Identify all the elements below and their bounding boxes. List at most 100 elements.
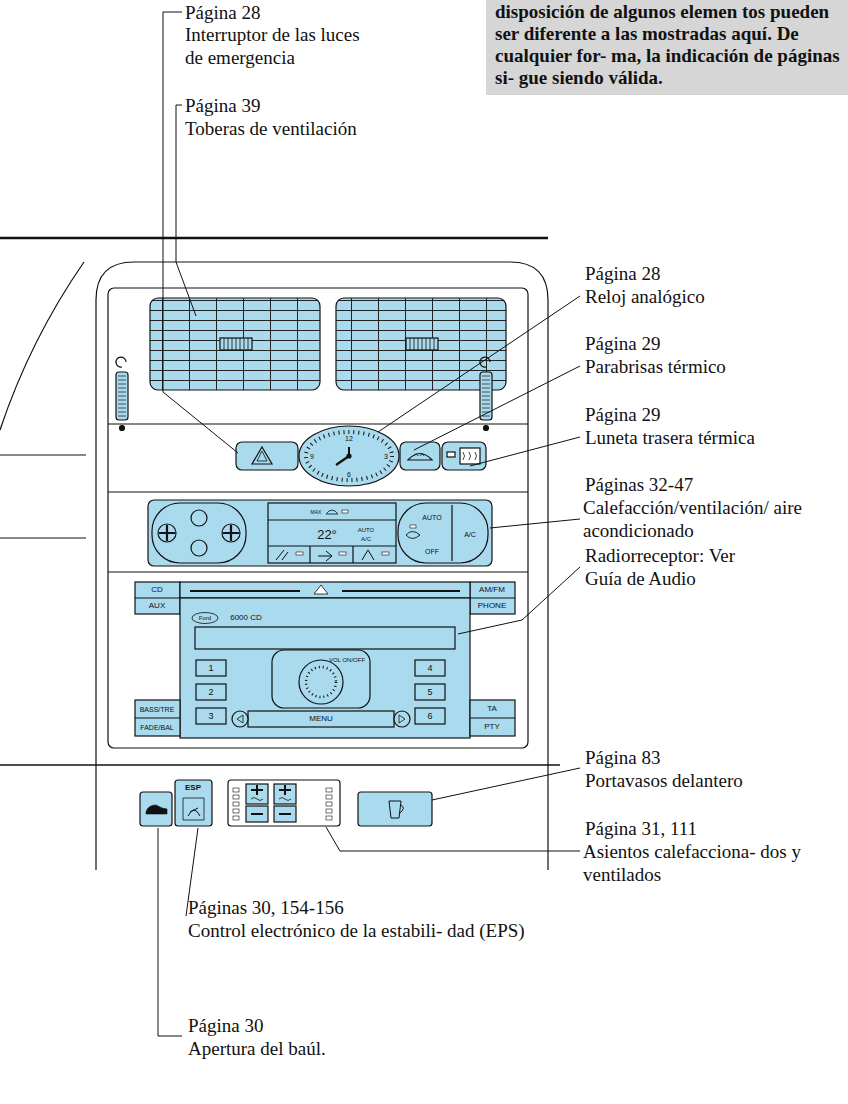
illustration-part <box>399 715 405 723</box>
illustration-part <box>257 451 267 461</box>
callout-text: Página 39 <box>185 94 260 117</box>
illustration-part <box>463 452 477 460</box>
illustration-part <box>96 262 548 870</box>
button-label: PHONE <box>478 602 506 610</box>
illustration-part <box>408 454 432 461</box>
callout-text: Página 28 <box>585 262 660 285</box>
clock-numeral: 6 <box>347 471 351 478</box>
illustration-part <box>237 715 243 723</box>
preset-number: 6 <box>427 712 432 721</box>
illustration-part <box>191 510 207 526</box>
illustration-part <box>414 454 424 456</box>
callout-text: Páginas 32-47 <box>585 473 693 496</box>
illustration-part <box>195 627 455 649</box>
illustration-part <box>326 510 338 514</box>
illustration-part <box>276 550 288 560</box>
illustration-part <box>414 366 580 450</box>
callout-text: Página 29 <box>585 403 660 426</box>
illustration-part <box>299 426 399 486</box>
illustration-part <box>192 613 218 624</box>
illustration-part <box>120 426 125 431</box>
illustration-part <box>220 338 252 350</box>
illustration-part <box>268 503 396 563</box>
illustration-part <box>415 684 445 700</box>
illustration-part <box>326 809 332 813</box>
button-label: ESP <box>185 784 201 792</box>
illustration-part <box>451 505 452 561</box>
air-vents <box>116 298 506 431</box>
callout-text: Asientos calefacciona- dos y ventilados <box>583 840 845 886</box>
illustration-part <box>196 660 226 676</box>
illustration-part <box>458 567 580 634</box>
illustration-part <box>116 372 128 420</box>
illustration-part <box>158 524 176 542</box>
illustration-part <box>484 426 489 431</box>
button-label: CD <box>151 586 163 594</box>
illustration-part <box>180 598 470 738</box>
illustration-part <box>135 597 180 598</box>
illustration-part <box>223 525 239 541</box>
illustration-part <box>175 780 212 826</box>
callout-text: Interruptor de las luces de emergencia <box>185 23 375 69</box>
illustration-part <box>118 376 126 416</box>
illustration-part <box>389 801 403 818</box>
illustration-part <box>460 448 480 464</box>
callout-text: Portavasos delantero <box>585 769 743 792</box>
illustration-part <box>116 357 126 367</box>
button-label: PTY <box>484 723 500 731</box>
dashboard-outline <box>0 238 560 870</box>
illustration-part <box>339 552 346 555</box>
preset-number: 3 <box>208 712 213 721</box>
illustration-part <box>150 298 320 390</box>
illustration-part <box>470 437 580 466</box>
illustration-part <box>470 597 515 598</box>
illustration-part <box>252 447 272 464</box>
button-label: AM/FM <box>479 586 505 594</box>
illustration-part <box>362 550 374 560</box>
illustration-part <box>251 798 291 801</box>
illustration-part <box>470 700 515 736</box>
illustration-part <box>0 237 548 240</box>
illustration-part <box>188 808 200 816</box>
callout-text: Página 30 <box>188 1014 263 1037</box>
lower-switches <box>140 780 432 826</box>
illustration-part <box>222 524 240 542</box>
callout-text: Radiorreceptor: Ver Guía de Audio <box>585 544 740 590</box>
button-label: A/C <box>464 531 476 538</box>
button-label: FADE/BAL <box>140 724 173 731</box>
illustration-part <box>447 452 455 457</box>
illustration-part <box>152 503 246 563</box>
illustration-part <box>224 338 248 350</box>
illustration-part <box>140 792 172 826</box>
illustration-part <box>347 454 351 458</box>
illustration-part <box>306 432 392 480</box>
illustration-part <box>318 551 332 561</box>
display-text: A/C <box>361 536 371 542</box>
illustration-part <box>415 708 445 724</box>
illustration-part <box>482 376 490 416</box>
illustration-part <box>326 802 332 806</box>
preset-number: 5 <box>427 688 432 697</box>
illustration-part <box>158 828 182 1036</box>
illustration-part <box>400 442 440 470</box>
button-label: BASS/TRE <box>140 706 175 713</box>
callout-text: Control electrónico de la estabili- dad … <box>188 919 568 942</box>
callout-text: Página 31, 111 <box>585 817 697 840</box>
callout-text: Reloj analógico <box>585 285 705 308</box>
illustration-part <box>251 785 291 814</box>
illustration-part <box>183 798 204 820</box>
illustration-part <box>0 262 84 430</box>
illustration-part <box>326 795 332 799</box>
illustration-part <box>314 585 328 594</box>
button-label: AUTO <box>422 514 441 521</box>
button-label: AUX <box>149 602 165 610</box>
illustration-part <box>296 552 303 555</box>
illustration-part <box>406 338 438 350</box>
callout-text: Página 28 <box>185 1 260 24</box>
leader-lines <box>158 12 580 1036</box>
illustration-part <box>146 805 167 814</box>
illustration-part <box>248 711 394 727</box>
illustration-part <box>299 660 343 704</box>
illustration-part <box>480 372 492 420</box>
clock-numeral: 9 <box>310 453 314 460</box>
